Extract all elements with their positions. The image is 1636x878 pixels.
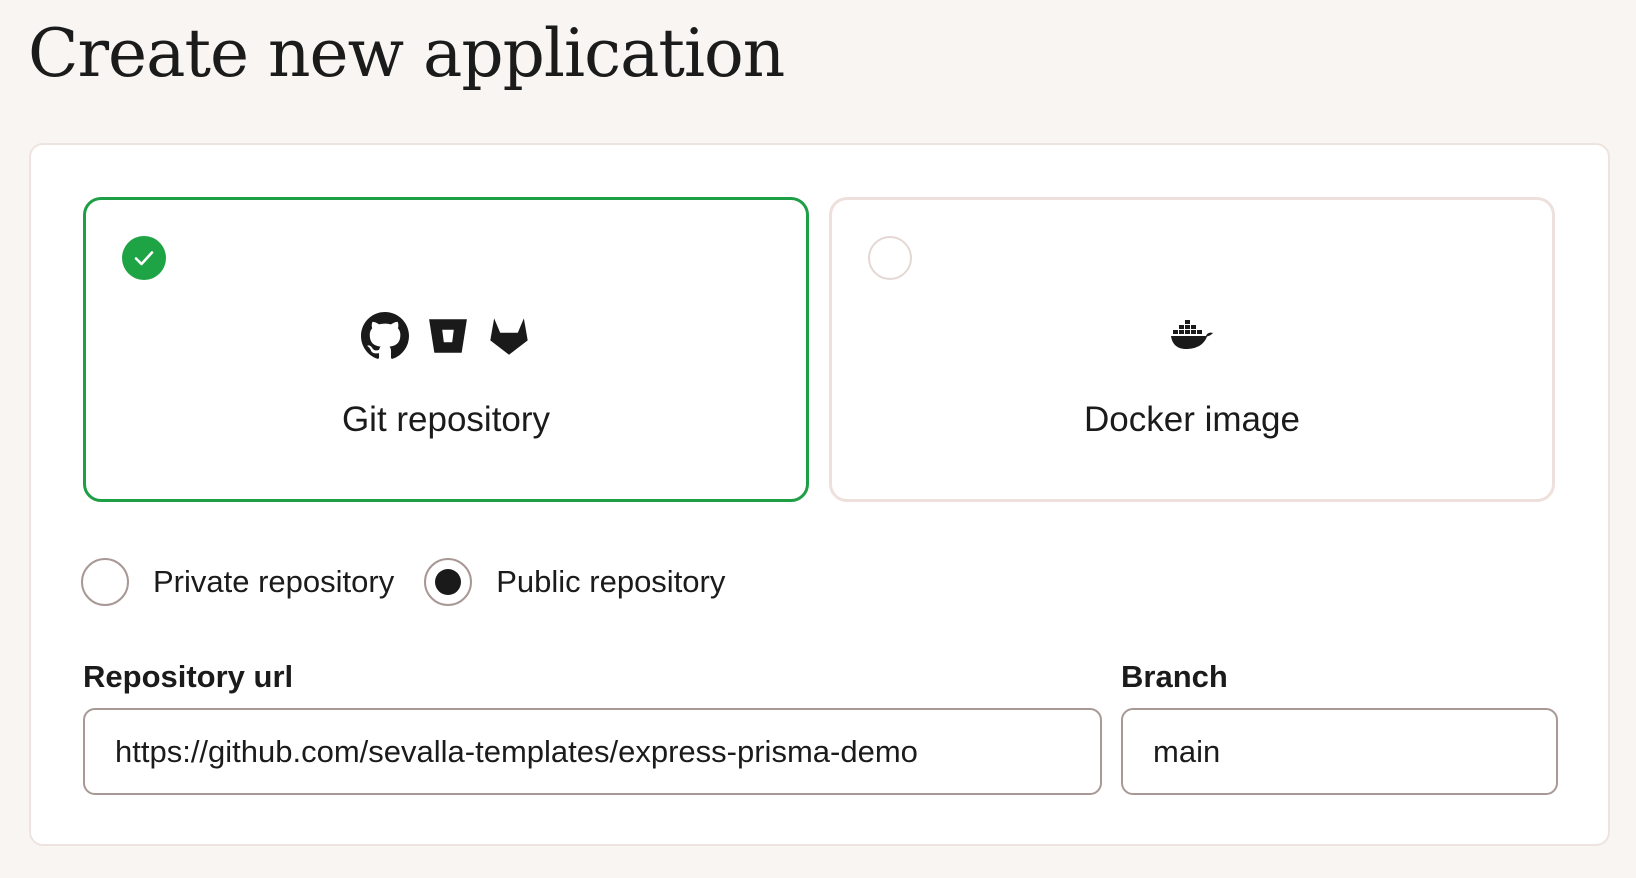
public-repository-option[interactable]: Public repository xyxy=(424,558,725,606)
branch-input[interactable] xyxy=(1121,708,1558,795)
docker-icons xyxy=(832,310,1552,362)
git-repository-card[interactable]: Git repository xyxy=(83,197,809,502)
private-repository-option[interactable]: Private repository xyxy=(81,558,394,606)
docker-icon xyxy=(1171,320,1213,349)
private-repository-radio[interactable] xyxy=(81,558,129,606)
private-repository-label: Private repository xyxy=(153,564,395,599)
github-icon xyxy=(361,312,409,359)
branch-label: Branch xyxy=(1121,659,1228,694)
docker-image-label: Docker image xyxy=(1084,400,1300,439)
public-repository-radio[interactable] xyxy=(424,558,473,606)
git-repository-label: Git repository xyxy=(341,400,551,439)
bitbucket-icon xyxy=(429,319,467,353)
docker-image-card[interactable]: Docker image xyxy=(829,197,1555,502)
repository-url-input[interactable] xyxy=(83,708,1102,795)
page-title: Create new application xyxy=(28,15,785,92)
repository-url-label: Repository url xyxy=(83,659,294,694)
repository-visibility-group: Private repository Public repository xyxy=(81,558,755,606)
gitlab-icon xyxy=(490,318,528,355)
public-repository-label: Public repository xyxy=(496,564,726,599)
create-application-panel: Git repository Docker image xyxy=(29,143,1610,846)
git-provider-icons xyxy=(86,310,806,362)
selected-check-icon xyxy=(122,236,166,280)
unselected-radio-icon xyxy=(868,236,912,280)
